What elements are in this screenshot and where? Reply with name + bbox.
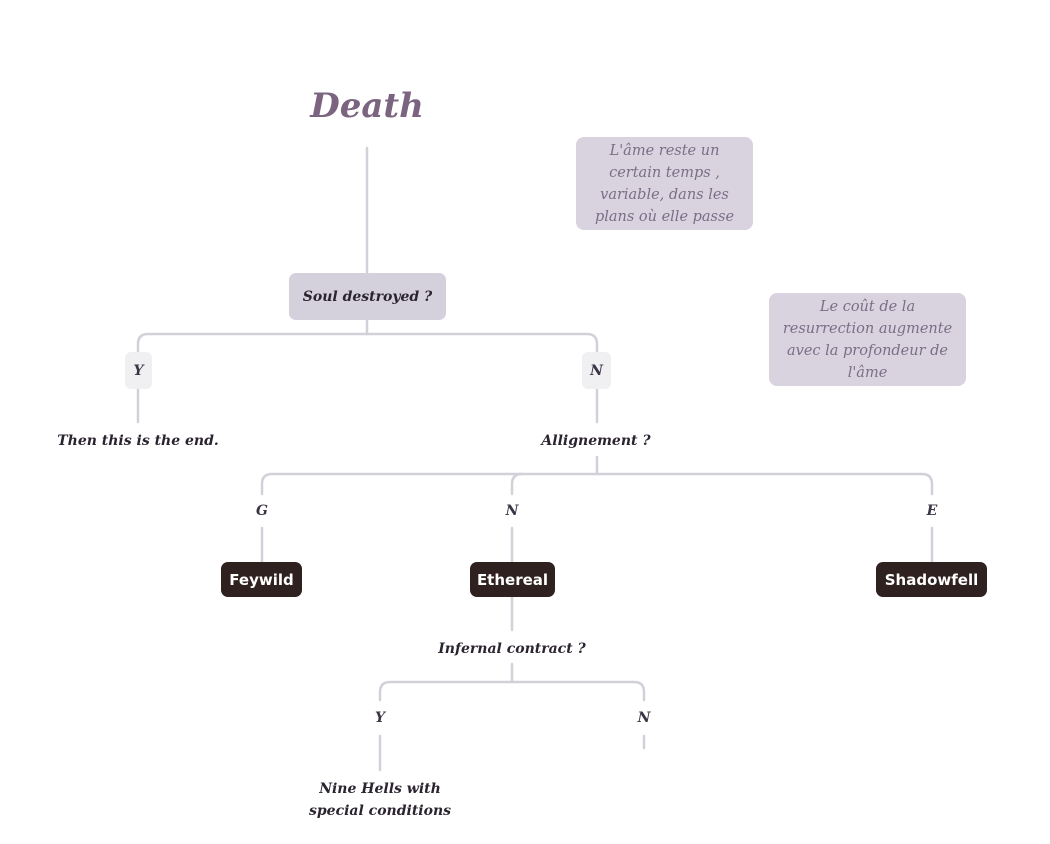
alignment-question: Allignement ? [541,433,651,449]
soul-yes-chip: Y [125,352,152,389]
note-time-in-planes-text: L'âme reste un certain temps , variable,… [594,142,735,225]
note-resurrection-cost-text: Le coût de la resurrection augmente avec… [782,298,953,381]
note-resurrection-cost: Le coût de la resurrection augmente avec… [769,293,966,386]
plane-shadowfell-label: Shadowfell [884,570,979,589]
soul-destroyed-question: Soul destroyed ? [302,288,433,305]
plane-ethereal-label: Ethereal [476,570,549,589]
connector-soul-branch [136,332,599,354]
alignment-neutral-label: N [505,503,519,519]
infernal-question: Infernal contract ? [438,641,586,657]
soul-yes-label: Y [133,362,144,379]
soul-destroyed-node: Soul destroyed ? [289,273,446,320]
connector-infernal-branch [378,680,646,702]
plane-shadowfell: Shadowfell [876,562,987,597]
plane-ethereal: Ethereal [470,562,555,597]
connector-alignment-neutral [510,472,524,496]
note-time-in-planes: L'âme reste un certain temps , variable,… [576,137,753,230]
nine-hells-result: Nine Hells with special conditions [308,781,452,819]
infernal-no-label: N [637,710,651,726]
alignment-evil-label: E [926,503,938,519]
end-result: Then this is the end. [57,433,219,449]
plane-feywild-label: Feywild [229,570,294,589]
soul-no-label: N [590,362,603,379]
diagram-title: Death [310,86,424,126]
alignment-good-label: G [256,503,268,519]
soul-no-chip: N [582,352,611,389]
infernal-yes-label: Y [375,710,385,726]
connector-alignment-branch [260,472,934,496]
plane-feywild: Feywild [221,562,302,597]
